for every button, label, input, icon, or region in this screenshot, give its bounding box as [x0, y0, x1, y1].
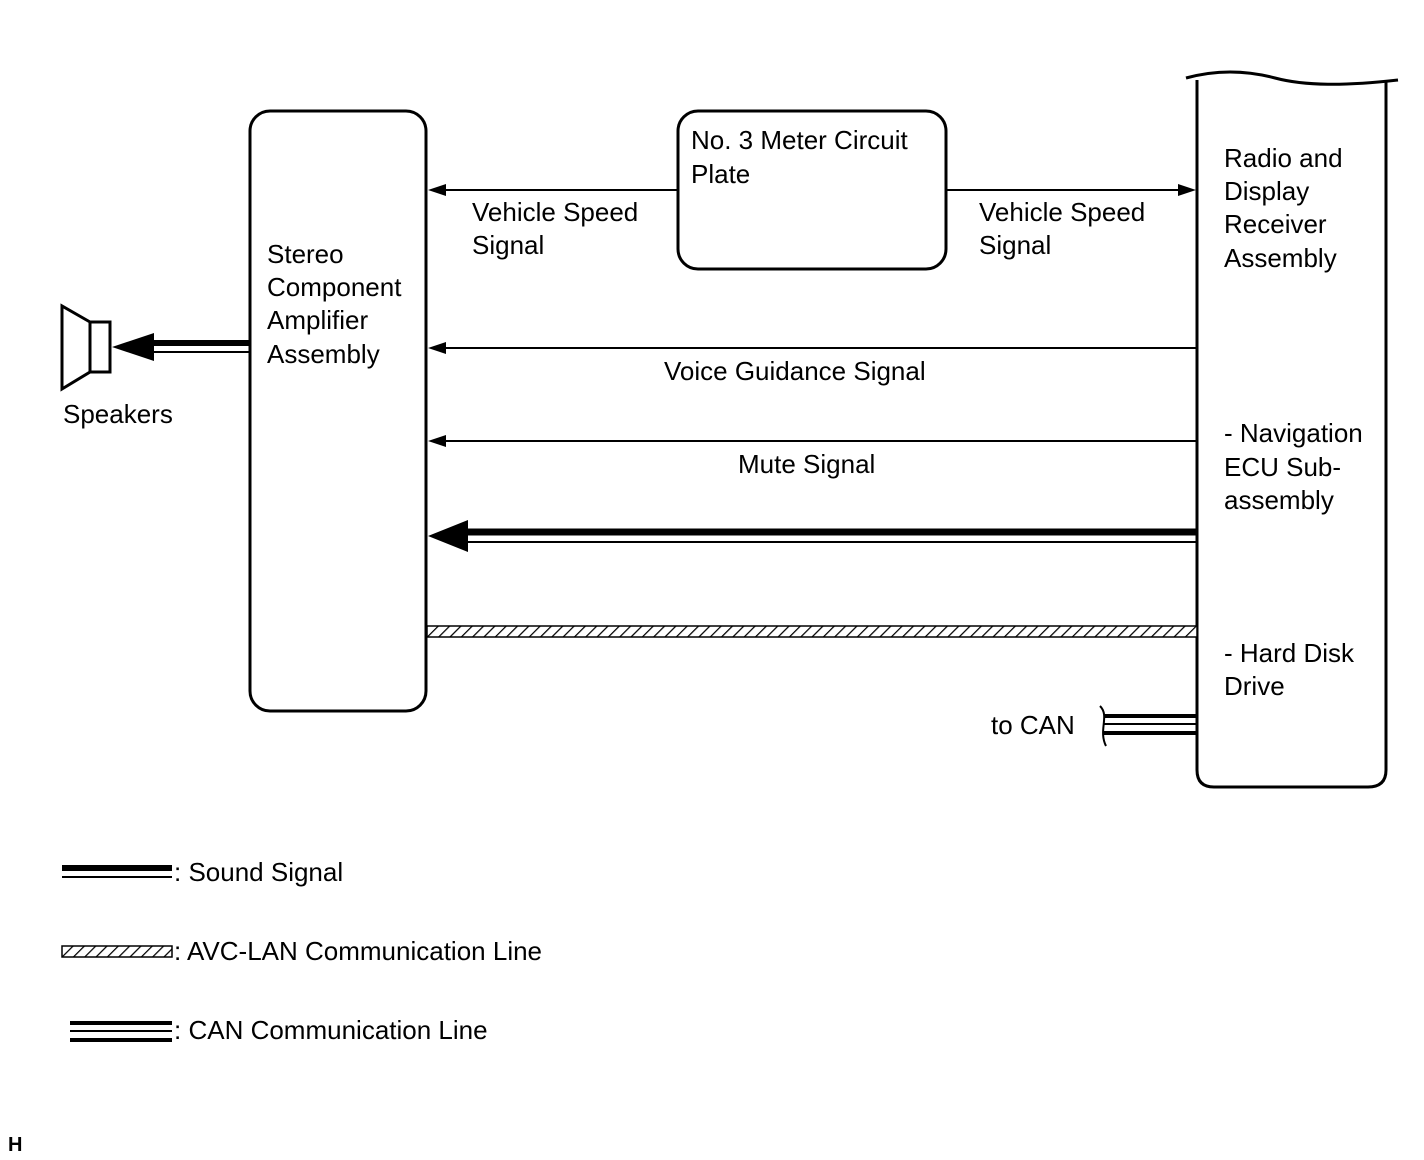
- amplifier-box: Stereo Component Amplifier Assembly: [248, 109, 428, 713]
- legend-avc-lan-label: : AVC-LAN Communication Line: [174, 936, 542, 966]
- speakers-label: Speakers: [63, 399, 173, 429]
- amplifier-label-line-2: Component: [267, 272, 402, 302]
- navigation-ecu-line-1: - Navigation: [1224, 418, 1363, 448]
- meter-label-line-2: Plate: [691, 159, 750, 189]
- legend-can-label: : CAN Communication Line: [174, 1015, 488, 1045]
- vehicle-speed-right-arrow: [946, 184, 1196, 196]
- meter-label-line-1: No. 3 Meter Circuit: [691, 125, 908, 155]
- legend-sound-swatch: [62, 865, 172, 878]
- corner-mark: H: [8, 1134, 22, 1156]
- vehicle-speed-left-line-2: Signal: [472, 230, 544, 260]
- legend: : Sound Signal : AVC-LAN Communication L…: [61, 857, 542, 1045]
- can-line-stub: [1099, 705, 1197, 747]
- vehicle-speed-left-arrow: [428, 184, 678, 196]
- radio-label-line-1: Radio and: [1224, 143, 1343, 173]
- sound-to-speakers-line: [112, 333, 250, 361]
- mute-signal-arrow: [428, 435, 1197, 447]
- vehicle-speed-left-line-1: Vehicle Speed: [472, 197, 638, 227]
- radio-label-line-4: Assembly: [1224, 243, 1337, 273]
- vehicle-speed-right-line-2: Signal: [979, 230, 1051, 260]
- radio-label-line-3: Receiver: [1224, 209, 1327, 239]
- voice-guidance-arrow: [428, 342, 1197, 354]
- legend-can-swatch: [70, 1021, 172, 1042]
- hard-disk-line-2: Drive: [1224, 671, 1285, 701]
- legend-avc-lan-swatch: [61, 945, 173, 958]
- mute-signal-label: Mute Signal: [738, 449, 875, 479]
- amplifier-label-line-1: Stereo: [267, 239, 344, 269]
- hard-disk-line-1: - Hard Disk: [1224, 638, 1355, 668]
- avc-lan-line: [426, 625, 1198, 638]
- sound-signal-arrow: [428, 520, 1197, 552]
- radio-box: Radio and Display Receiver Assembly - Na…: [1185, 70, 1399, 789]
- radio-label-line-2: Display: [1224, 176, 1309, 206]
- legend-sound-label: : Sound Signal: [174, 857, 343, 887]
- meter-box: No. 3 Meter Circuit Plate: [676, 109, 948, 271]
- navigation-ecu-line-2: ECU Sub-: [1224, 452, 1341, 482]
- vehicle-speed-right-line-1: Vehicle Speed: [979, 197, 1145, 227]
- amplifier-label-line-4: Assembly: [267, 339, 380, 369]
- voice-guidance-label: Voice Guidance Signal: [664, 356, 926, 386]
- to-can-label: to CAN: [991, 710, 1075, 740]
- speaker-icon: [60, 303, 112, 392]
- amplifier-label-line-3: Amplifier: [267, 305, 368, 335]
- navigation-ecu-line-3: assembly: [1224, 485, 1334, 515]
